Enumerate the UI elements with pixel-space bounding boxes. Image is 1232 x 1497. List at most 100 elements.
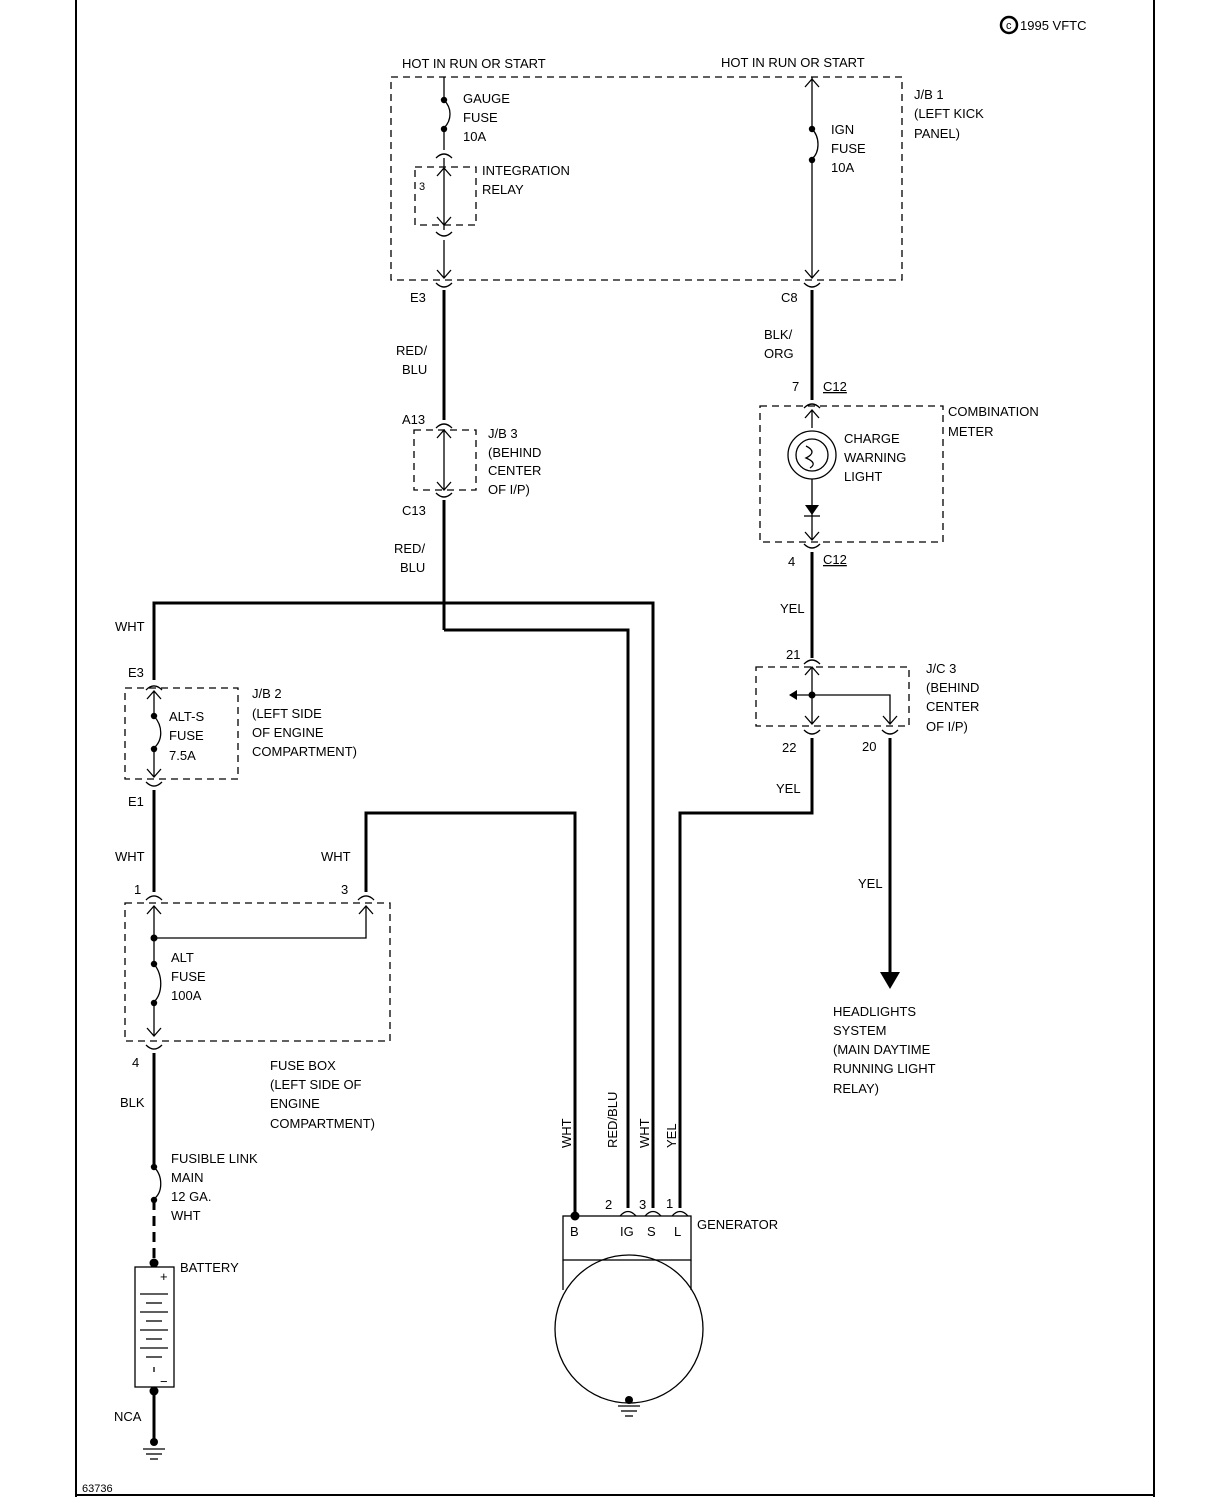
- generator-ground-icon: [618, 1396, 640, 1417]
- wire-color-red-blu-1a: RED/: [396, 343, 427, 358]
- generator-terminal-ig: IG: [620, 1224, 634, 1239]
- fusible-link-label-2: MAIN: [171, 1170, 204, 1185]
- jc3-pin-22: 22: [782, 740, 796, 755]
- gauge-fuse-label-3: 10A: [463, 129, 486, 144]
- fuse-box-outline: [124, 902, 391, 1042]
- alt-fuse-label-2: FUSE: [171, 969, 206, 984]
- wire-color-wht-3: WHT: [321, 849, 351, 864]
- page-frame: [75, 0, 1155, 1497]
- gauge-fuse-label-1: GAUGE: [463, 91, 510, 106]
- jb1-label-1: J/B 1: [914, 87, 944, 102]
- charge-warning-lamp-icon: [787, 430, 837, 480]
- fuse-box-label-2: (LEFT SIDE OF: [270, 1077, 362, 1092]
- gauge-fuse-label-2: FUSE: [463, 110, 498, 125]
- copyright-notice: c 1995 VFTC: [999, 15, 1086, 35]
- meter-connector-c12-top: C12: [823, 379, 847, 394]
- wire-color-red-blu-vertical: RED/BLU: [605, 1092, 620, 1148]
- jb2-label-4: COMPARTMENT): [252, 744, 357, 759]
- jc3-pin-21: 21: [786, 647, 800, 662]
- jb3-label-4: OF I/P): [488, 482, 530, 497]
- gauge-fuse-icon: [443, 99, 451, 129]
- jb1-label-3: PANEL): [914, 126, 960, 141]
- combination-meter-outline: [759, 405, 944, 543]
- fusible-link-label-4: WHT: [171, 1208, 201, 1223]
- jc3-label-3: CENTER: [926, 699, 979, 714]
- headlights-system-label: HEADLIGHTS SYSTEM (MAIN DAYTIME RUNNING …: [833, 1004, 936, 1096]
- wire-color-yel-3: YEL: [858, 876, 883, 891]
- alt-s-fuse-label-2: FUSE: [169, 728, 204, 743]
- wire-color-wht-1: WHT: [115, 619, 145, 634]
- headlights-arrow-icon: [880, 972, 900, 989]
- fuse-box: ALT FUSE 100A: [124, 902, 391, 1042]
- alt-fuse-label-1: ALT: [171, 950, 194, 965]
- wire-color-red-blu-1b: BLU: [402, 362, 427, 377]
- jb2-label-3: OF ENGINE: [252, 725, 324, 740]
- wire-color-red-blu-2a: RED/: [394, 541, 425, 556]
- wire-color-blk-org-a: BLK/: [764, 327, 793, 342]
- generator-label: GENERATOR: [697, 1217, 778, 1232]
- charge-light-label-1: CHARGE: [844, 431, 900, 446]
- jb1-connector-e3: E3: [410, 290, 426, 305]
- fusible-link-icon: [153, 1166, 162, 1200]
- wire-wht-to-s: [152, 601, 655, 1208]
- junction-block-1: HOT IN RUN OR START HOT IN RUN OR START …: [390, 55, 984, 281]
- hot-in-run-right: HOT IN RUN OR START: [721, 55, 865, 70]
- jb2-label-2: (LEFT SIDE: [252, 706, 322, 721]
- alt-s-fuse-icon: [153, 715, 162, 749]
- wire-color-wht-2: WHT: [115, 849, 145, 864]
- copyright-text: 1995 VFTC: [1020, 18, 1086, 33]
- wire-color-yel-1: YEL: [780, 601, 805, 616]
- generator-terminal-s: S: [647, 1224, 656, 1239]
- combination-meter-label-2: METER: [948, 424, 994, 439]
- wire-red-blu-to-ig: [444, 628, 630, 1208]
- relay-arrow-up-icon: [436, 167, 452, 177]
- wire-color-yel-vertical: YEL: [664, 1123, 679, 1148]
- fuse-box-label-1: FUSE BOX: [270, 1058, 336, 1073]
- battery-ground-icon: [143, 1438, 165, 1460]
- generator-body-icon: [554, 1254, 704, 1404]
- battery-ground-nca: NCA: [114, 1409, 142, 1424]
- combination-meter-label-1: COMBINATION: [948, 404, 1039, 419]
- battery-minus: −: [160, 1374, 168, 1389]
- generator-pin-1: 1: [666, 1196, 673, 1211]
- jb3-outline: [413, 429, 477, 491]
- alt-fuse-icon: [153, 963, 162, 1003]
- integration-relay-label-2: RELAY: [482, 182, 524, 197]
- diode-icon: [805, 505, 819, 515]
- jc3-label-2: (BEHIND: [926, 680, 979, 695]
- ign-fuse-label-3: 10A: [831, 160, 854, 175]
- headlights-label-4: RUNNING LIGHT: [833, 1061, 936, 1076]
- wire-yel-to-l: [678, 738, 814, 1208]
- jc3-outline: [755, 666, 910, 727]
- jb1-outline: [390, 76, 903, 281]
- generator-terminal-b: B: [570, 1224, 579, 1239]
- jb1-connector-c8: C8: [781, 290, 798, 305]
- fuse-box-pin-4: 4: [132, 1055, 139, 1070]
- jb2-outline: [124, 687, 239, 780]
- junction-connector-3: J/C 3 (BEHIND CENTER OF I/P): [755, 661, 979, 734]
- fuse-box-pin-3: 3: [341, 882, 348, 897]
- relay-arrow-down-icon: [436, 216, 452, 226]
- headlights-label-3: (MAIN DAYTIME: [833, 1042, 931, 1057]
- generator: WHT RED/BLU WHT YEL 2 3 1 B IG S L GENER…: [554, 1092, 778, 1417]
- headlights-label-1: HEADLIGHTS: [833, 1004, 916, 1019]
- jb2-connector-e3: E3: [128, 665, 144, 680]
- charge-light-label-2: WARNING: [844, 450, 906, 465]
- integration-relay-box: [414, 166, 477, 226]
- generator-pin-2: 2: [605, 1197, 612, 1212]
- junction-block-3: J/B 3 (BEHIND CENTER OF I/P): [413, 426, 541, 497]
- fuse-box-label-3: ENGINE: [270, 1096, 320, 1111]
- headlights-label-5: RELAY): [833, 1081, 879, 1096]
- wire-color-blk-org-b: ORG: [764, 346, 794, 361]
- alt-s-fuse-label-1: ALT-S: [169, 709, 204, 724]
- wire-color-wht-vertical-s: WHT: [637, 1118, 652, 1148]
- figure-number: 63736: [82, 1483, 113, 1495]
- jb3-connector-c13: C13: [402, 503, 426, 518]
- ign-fuse-icon: [811, 128, 819, 160]
- jb2-label-1: J/B 2: [252, 686, 282, 701]
- relay-pin-number: 3: [419, 181, 425, 193]
- jb3-label-3: CENTER: [488, 463, 541, 478]
- ign-fuse-label-2: FUSE: [831, 141, 866, 156]
- copyright-icon: [999, 15, 1019, 35]
- alt-s-fuse-label-3: 7.5A: [169, 748, 196, 763]
